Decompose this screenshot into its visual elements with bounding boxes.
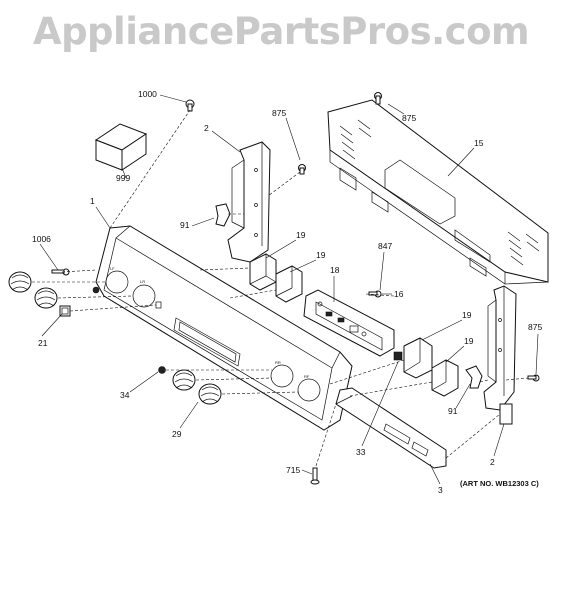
callout-19-d: 19: [464, 336, 474, 346]
panel-mark-rr: RR: [275, 360, 281, 365]
screw-847[interactable]: [368, 290, 382, 298]
callout-18: 18: [330, 265, 340, 275]
callout-labels: 1000 875 875 2 15 999 91 1 1006 19 19 84…: [32, 89, 542, 495]
callout-875-mid: 875: [272, 108, 286, 118]
callout-19-c: 19: [462, 310, 472, 320]
callout-91-right: 91: [448, 406, 458, 416]
electronic-control-board[interactable]: [303, 289, 395, 357]
screw-875-mid[interactable]: [298, 164, 306, 175]
knob-right-upper[interactable]: [172, 369, 196, 391]
callout-34: 34: [120, 390, 130, 400]
callout-2-right: 2: [490, 457, 495, 467]
end-cap-right[interactable]: [483, 285, 517, 425]
callout-33: 33: [356, 447, 366, 457]
clip-91-right[interactable]: [465, 365, 483, 389]
screw-715[interactable]: [310, 467, 320, 485]
end-cap-left[interactable]: [227, 141, 271, 263]
assembly-guide-lines: [32, 109, 529, 467]
knob-insert-34[interactable]: [158, 366, 166, 374]
screw-1000[interactable]: [185, 99, 195, 112]
lower-trim-strip[interactable]: [335, 387, 447, 469]
callout-875-top: 875: [402, 113, 416, 123]
callout-leaders: [39, 94, 539, 485]
backsplash-rear-panel[interactable]: [327, 99, 549, 285]
art-number: (ART NO. WB12303 C): [460, 479, 539, 488]
callout-19-a: 19: [296, 230, 306, 240]
callout-1000: 1000: [138, 89, 157, 99]
infinite-switch-19b[interactable]: [275, 265, 303, 303]
callout-715: 715: [286, 465, 300, 475]
screw-875-upper[interactable]: [374, 92, 382, 105]
panel-mark-rf: RF: [304, 374, 310, 379]
callout-2-left: 2: [204, 123, 209, 133]
panel-mark-lf: LF: [110, 266, 115, 271]
callout-15: 15: [474, 138, 484, 148]
callout-999: 999: [116, 173, 130, 183]
callout-21: 21: [38, 338, 48, 348]
panel-mark-lr: LR: [140, 279, 145, 284]
callout-875-right: 875: [528, 322, 542, 332]
callout-19-b: 19: [316, 250, 326, 260]
callout-847: 847: [378, 241, 392, 251]
callout-91-left: 91: [180, 220, 190, 230]
knob-right-lower[interactable]: [198, 383, 222, 405]
watermark: AppliancePartsPros.com: [32, 10, 530, 53]
callout-3: 3: [438, 485, 443, 495]
callout-16: 16: [394, 289, 404, 299]
screw-1006[interactable]: [51, 268, 70, 276]
callout-1: 1: [90, 196, 95, 206]
callout-29: 29: [172, 429, 182, 439]
infinite-switch-19d[interactable]: [431, 359, 459, 397]
screw-875-right[interactable]: [527, 374, 540, 382]
parts-kit-box-999[interactable]: [94, 123, 148, 171]
clip-91-left[interactable]: [215, 203, 231, 227]
infinite-switch-19c[interactable]: [393, 337, 433, 379]
callout-1006: 1006: [32, 234, 51, 244]
control-panel-main[interactable]: LF LR RR RF: [92, 225, 353, 431]
knob-left-upper[interactable]: [8, 271, 32, 293]
knob-left-lower[interactable]: [34, 287, 58, 309]
